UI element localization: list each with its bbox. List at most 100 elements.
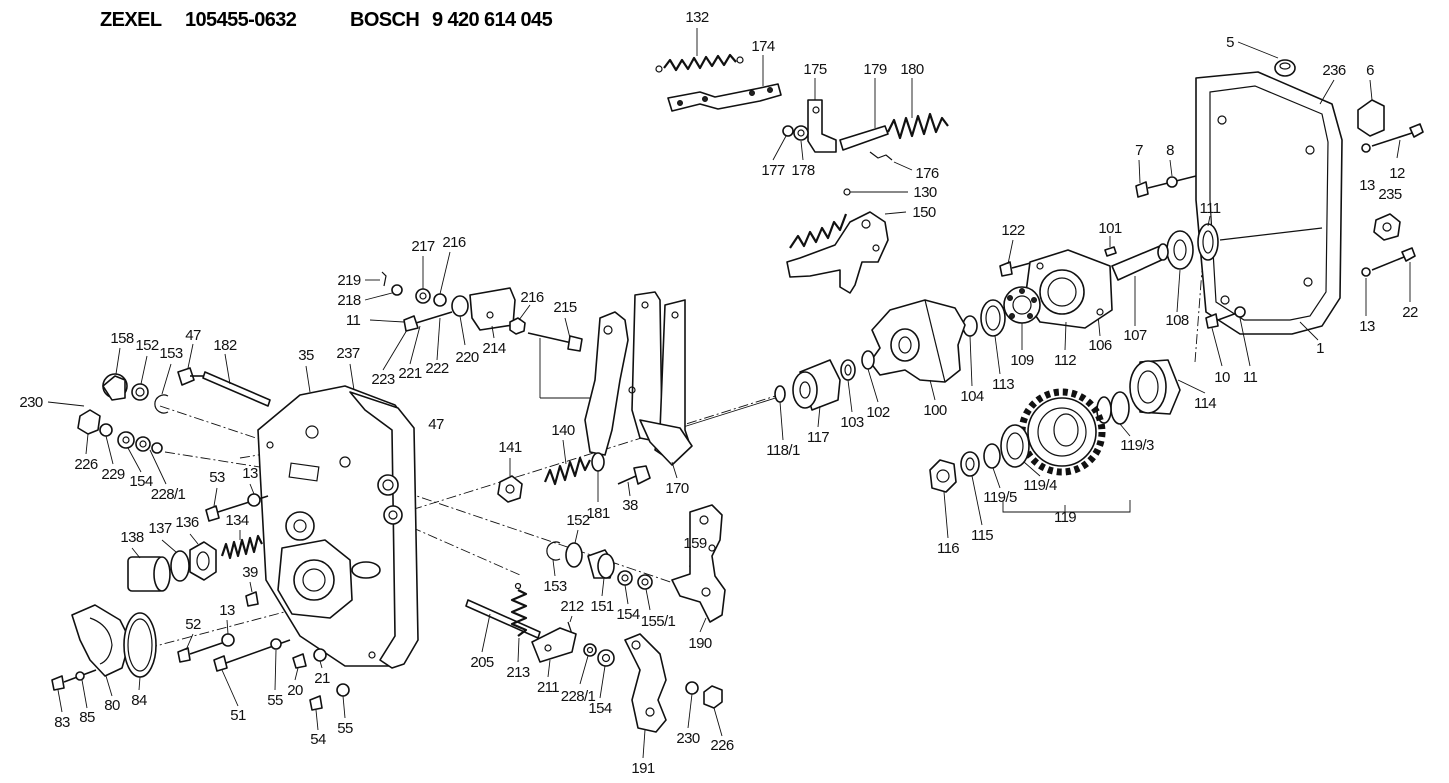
washer-118-1 bbox=[774, 385, 786, 441]
part-label: 152 bbox=[566, 512, 589, 529]
part-label: 216 bbox=[442, 234, 465, 251]
bearing-108 bbox=[1166, 230, 1194, 313]
shaft-107 bbox=[1111, 243, 1169, 326]
part-label: 117 bbox=[807, 429, 829, 446]
part-label: 38 bbox=[622, 497, 638, 514]
part-label: 39 bbox=[242, 564, 258, 581]
governor-cover-35 bbox=[257, 363, 419, 669]
ring-119-5 bbox=[983, 443, 1001, 489]
part-label: 226 bbox=[74, 456, 97, 473]
washer-218 bbox=[364, 284, 403, 301]
part-label: 11 bbox=[1243, 369, 1258, 386]
part-label: 176 bbox=[915, 165, 938, 182]
washers-102-103 bbox=[840, 350, 879, 413]
lever-191 bbox=[624, 633, 667, 759]
part-label: 47 bbox=[185, 327, 201, 344]
part-label: 53 bbox=[209, 469, 225, 486]
ring-119-4 bbox=[1000, 424, 1041, 477]
zexel-part-number: 105455-0632 bbox=[185, 9, 297, 31]
rings-154-155-1 bbox=[617, 570, 653, 611]
nut-235 bbox=[1373, 213, 1401, 241]
part-label: 55 bbox=[337, 720, 353, 737]
rings-228-1-154-lower bbox=[579, 643, 615, 699]
part-label: 190 bbox=[688, 635, 711, 652]
lever-211 bbox=[531, 627, 577, 678]
cover-80 bbox=[71, 604, 131, 697]
part-label: 55 bbox=[267, 692, 283, 709]
part-label: 107 bbox=[1123, 327, 1146, 344]
pump-housing-1 bbox=[1195, 71, 1343, 341]
part-label: 47 bbox=[428, 416, 444, 433]
part-label: 54 bbox=[310, 731, 326, 748]
sleeve-220 bbox=[451, 295, 469, 346]
bolt-122 bbox=[999, 239, 1035, 277]
shaft-179-spring-180 bbox=[839, 78, 949, 151]
maker-bosch: BOSCH bbox=[350, 9, 419, 31]
part-label: 213 bbox=[506, 664, 529, 681]
part-label: 116 bbox=[937, 540, 959, 557]
pin-219 bbox=[365, 271, 387, 287]
sleeve-117 bbox=[792, 359, 841, 428]
part-label: 230 bbox=[676, 730, 699, 747]
bolt-20-washer-21 bbox=[292, 648, 327, 681]
part-label: 112 bbox=[1054, 352, 1076, 369]
part-label: 100 bbox=[923, 402, 946, 419]
bracket-190 bbox=[671, 504, 726, 633]
screw-47-upper bbox=[177, 343, 204, 386]
part-label: 154 bbox=[129, 473, 152, 490]
part-label: 235 bbox=[1378, 186, 1401, 203]
washers-177-178 bbox=[772, 125, 809, 161]
part-label: 223 bbox=[371, 371, 394, 388]
part-label: 154 bbox=[616, 606, 639, 623]
part-label: 104 bbox=[960, 388, 983, 405]
lever-set-170 bbox=[584, 291, 693, 479]
nut-141 bbox=[497, 458, 523, 503]
part-label: 118/1 bbox=[766, 442, 800, 459]
washer-230-nut-226-lower bbox=[685, 681, 723, 737]
bracket-175 bbox=[807, 78, 837, 153]
part-label: 13 bbox=[242, 465, 258, 482]
part-label: 153 bbox=[159, 345, 182, 362]
ring-152-upper bbox=[131, 355, 149, 401]
small-pin-176 bbox=[869, 151, 913, 171]
rings-119-3 bbox=[1096, 391, 1131, 437]
clip-153-lower bbox=[546, 541, 561, 577]
part-label: 109 bbox=[1010, 352, 1033, 369]
part-label: 228/1 bbox=[561, 688, 596, 705]
part-label: 138 bbox=[120, 529, 143, 546]
part-label: 150 bbox=[912, 204, 935, 221]
part-label: 175 bbox=[803, 61, 826, 78]
part-label: 170 bbox=[665, 480, 688, 497]
bolt-52-washer-13 bbox=[177, 619, 235, 663]
part-label: 181 bbox=[586, 505, 609, 522]
part-label: 154 bbox=[588, 700, 611, 717]
cup-114 bbox=[1129, 359, 1206, 415]
washer-181 bbox=[591, 452, 605, 502]
part-label: 52 bbox=[185, 616, 201, 633]
part-label: 174 bbox=[751, 38, 774, 55]
nut-136 bbox=[189, 533, 217, 581]
part-label: 229 bbox=[101, 466, 124, 483]
part-label: 119/3 bbox=[1120, 437, 1154, 454]
screw-38 bbox=[617, 465, 651, 497]
ring-137 bbox=[161, 539, 190, 582]
part-label: 113 bbox=[992, 376, 1014, 393]
part-label: 132 bbox=[685, 9, 708, 26]
part-label: 114 bbox=[1194, 395, 1216, 412]
part-label: 136 bbox=[175, 514, 198, 531]
part-label: 205 bbox=[470, 654, 493, 671]
part-label: 20 bbox=[287, 682, 303, 699]
part-label: 22 bbox=[1402, 304, 1418, 321]
part-label: 179 bbox=[863, 61, 886, 78]
bearing-109 bbox=[1003, 286, 1041, 350]
bolt-51-washer-55 bbox=[213, 638, 291, 707]
part-label: 84 bbox=[131, 692, 147, 709]
flyweight-assembly-100 bbox=[869, 299, 966, 401]
bolt-215 bbox=[527, 317, 583, 352]
part-label: 51 bbox=[230, 707, 246, 724]
part-label: 217 bbox=[411, 238, 434, 255]
part-label: 101 bbox=[1098, 220, 1121, 237]
lever-150 bbox=[786, 211, 907, 294]
bolt-12-washer-13 bbox=[1361, 123, 1424, 159]
